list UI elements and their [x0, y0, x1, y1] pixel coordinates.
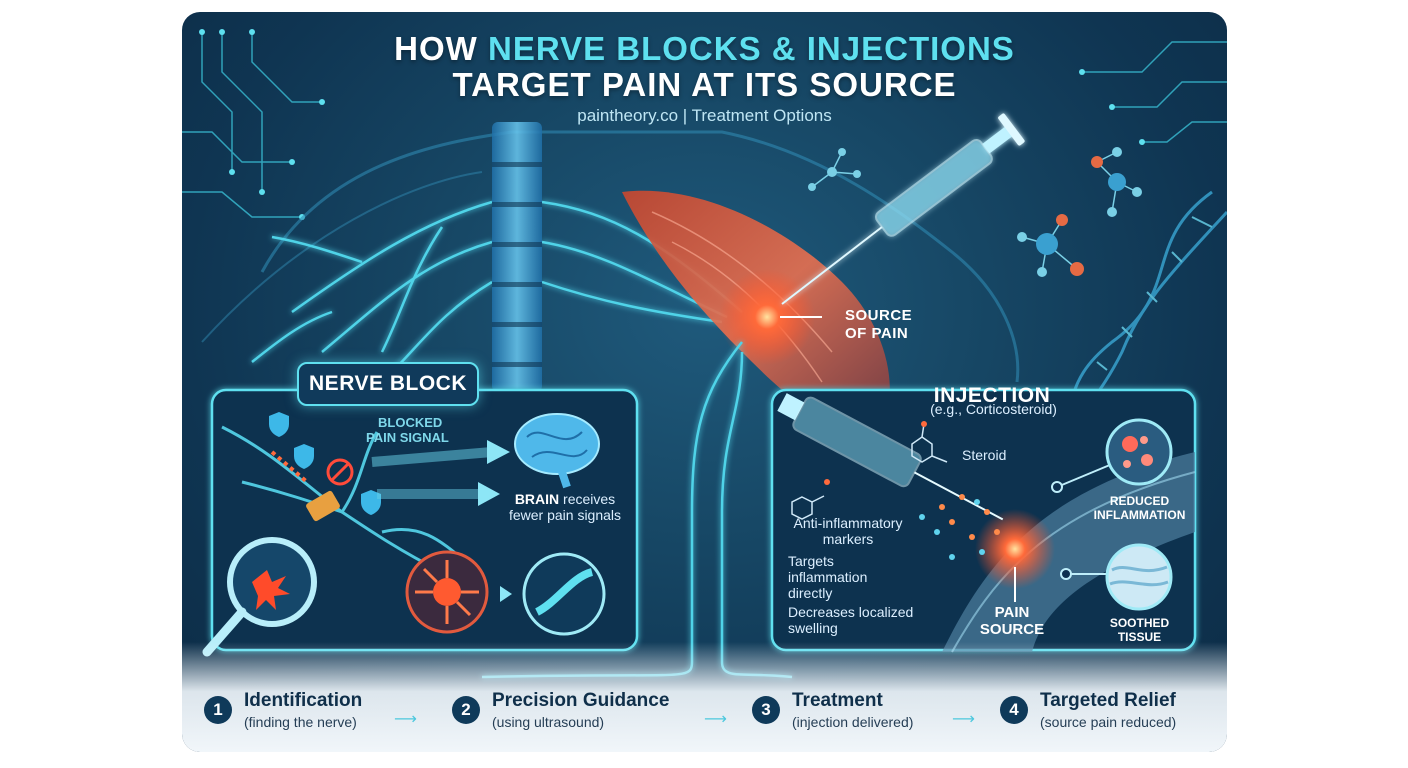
nerve-branches — [251, 200, 743, 373]
blocked-icon — [326, 458, 354, 486]
infographic-card: HOW NERVE BLOCKS & INJECTIONS TARGET PAI… — [182, 12, 1227, 752]
injection-title: INJECTION — [933, 384, 1051, 407]
brain-icon — [514, 413, 600, 489]
injection-panel — [770, 388, 1197, 653]
step-arrow-3: ⟶ — [952, 711, 975, 728]
soothed-tissue-icon — [1105, 543, 1173, 611]
title-line-1: HOW NERVE BLOCKS & INJECTIONS — [394, 30, 1015, 67]
title-line-2: TARGET PAIN AT ITS SOURCE — [452, 66, 957, 103]
reduced-inflammation-icon — [1105, 418, 1173, 486]
steroid-label: Steroid — [962, 447, 1007, 463]
pain-source-glow — [719, 269, 815, 365]
circuit-lines-left — [182, 32, 322, 218]
neuron-icon — [405, 550, 489, 634]
shield-icon — [269, 412, 381, 515]
nerve-block-panel — [202, 388, 639, 657]
syringe-icon — [781, 113, 1025, 305]
step-arrow-1: ⟶ — [394, 711, 417, 728]
healthy-nerve-icon — [522, 552, 606, 636]
subtitle: paintheory.co | Treatment Options — [577, 106, 832, 125]
bottom-fade — [182, 642, 1227, 752]
nerve-block-title: NERVE BLOCK — [297, 362, 479, 406]
step-arrow-2: ⟶ — [704, 711, 727, 728]
circuit-lines-right — [1082, 41, 1227, 143]
illustration-layer — [182, 29, 1227, 679]
spine-icon — [492, 122, 542, 392]
brain-receives-label: BRAIN receives fewer pain signals — [508, 491, 622, 523]
injection-example: (e.g., Corticosteroid) — [930, 401, 1057, 417]
